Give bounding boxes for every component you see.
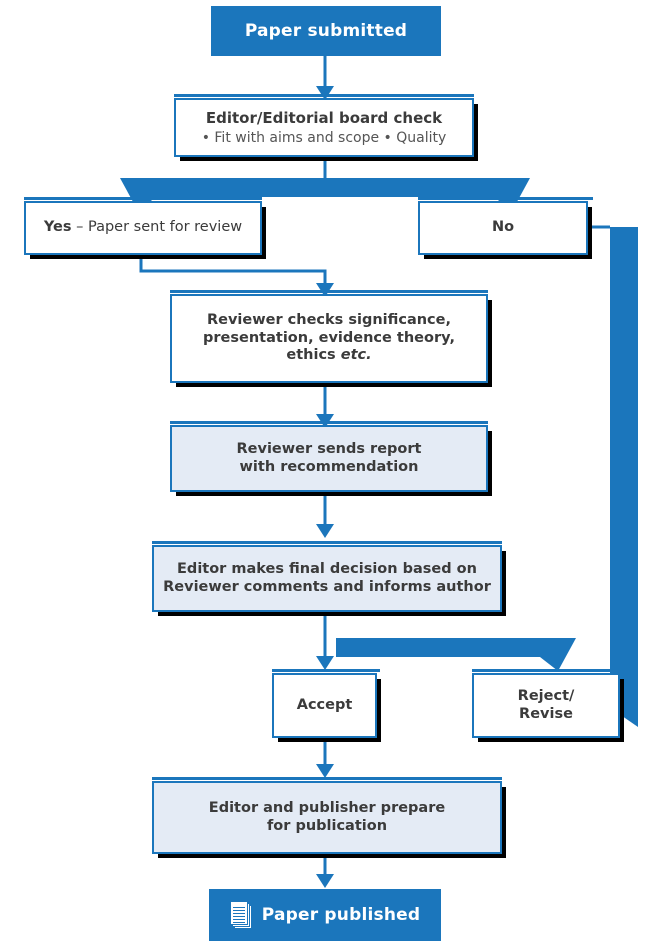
node-yes-emphasis: Yes: [43, 219, 72, 236]
node-accept[interactable]: Accept: [272, 673, 377, 738]
node-editor-check-bullets: • Fit with aims and scope • Quality: [201, 130, 447, 147]
cap-rule-final-decision: [152, 541, 502, 544]
cap-rule-reviewer-checks: [170, 290, 488, 293]
cap-rule-no: [418, 197, 593, 200]
node-paper-submitted[interactable]: Paper submitted: [211, 6, 441, 56]
node-reviewer-report-line2: with recommendation: [239, 458, 419, 475]
connector-prepare-to-published: [316, 854, 334, 888]
node-editor-publisher-prepare[interactable]: Editor and publisher prepare for publica…: [152, 781, 502, 854]
node-editor-check-title: Editor/Editorial board check: [205, 108, 443, 127]
node-reviewer-checks[interactable]: Reviewer checks significance, presentati…: [170, 294, 488, 383]
node-yes-paper-sent-for-review[interactable]: Yes – Paper sent for review: [24, 201, 262, 255]
cap-rule-yes: [24, 197, 262, 200]
connector-no-to-reject-revise: [588, 225, 638, 727]
node-no[interactable]: No: [418, 201, 588, 255]
node-paper-published[interactable]: Paper published: [209, 889, 441, 941]
node-accept-label: Accept: [296, 696, 353, 713]
node-reject-line2: Revise: [519, 705, 573, 722]
connector-report-to-final-decision: [316, 492, 334, 538]
node-yes-rest: – Paper sent for review: [71, 219, 243, 236]
node-editor-editorial-board-check[interactable]: Editor/Editorial board check • Fit with …: [174, 98, 474, 157]
connector-submitted-to-editor-check: [316, 56, 334, 100]
node-no-label: No: [491, 219, 515, 236]
node-final-decision-line2: Reviewer comments and informs author: [163, 578, 491, 595]
node-reviewer-sends-report[interactable]: Reviewer sends report with recommendatio…: [170, 425, 488, 492]
cap-rule-prepare: [152, 777, 502, 780]
cap-rule-reject: [472, 669, 622, 672]
node-reject-revise[interactable]: Reject/ Revise: [472, 673, 620, 738]
node-reject-line1: Reject/: [517, 687, 575, 704]
node-prepare-line2: for publication: [266, 817, 388, 834]
connector-accept-to-prepare: [316, 738, 334, 778]
cap-rule-accept: [272, 669, 380, 672]
node-final-decision-line1: Editor makes final decision based on: [177, 560, 477, 577]
node-prepare-line1: Editor and publisher prepare: [208, 799, 446, 816]
connector-editor-check-split-bar: [120, 157, 530, 211]
cap-rule-reviewer-report: [170, 421, 488, 424]
cap-rule-editor-check: [174, 94, 474, 97]
node-reviewer-checks-line3-em: etc.: [340, 347, 372, 364]
node-reviewer-checks-line1: Reviewer checks significance,: [206, 311, 451, 328]
node-reviewer-checks-line2: presentation, evidence theory,: [203, 329, 455, 346]
document-stack-icon: [229, 901, 252, 929]
node-paper-published-label: Paper published: [261, 904, 421, 925]
node-paper-submitted-label: Paper submitted: [244, 20, 408, 41]
node-reviewer-report-line1: Reviewer sends report: [236, 440, 422, 457]
node-reviewer-checks-line3: ethics: [286, 347, 341, 364]
connector-final-decision-split-bar: [316, 612, 576, 671]
node-editor-final-decision[interactable]: Editor makes final decision based on Rev…: [152, 545, 502, 612]
